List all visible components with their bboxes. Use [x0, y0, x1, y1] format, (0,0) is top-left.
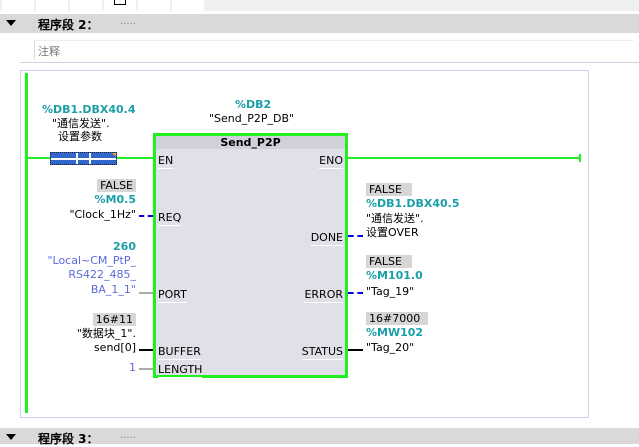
- toolbar-button[interactable]: [104, 0, 136, 11]
- contact-name-2: 设置参数: [58, 130, 102, 143]
- buffer-tag[interactable]: "数据块_1".: [76, 327, 136, 340]
- block-title: Send_P2P: [156, 136, 345, 149]
- power-rail: [25, 73, 28, 413]
- req-value: FALSE: [97, 179, 136, 192]
- wire: [139, 349, 153, 351]
- toolbar: [0, 0, 639, 11]
- toolbar-button[interactable]: [70, 0, 102, 11]
- buffer-value: 16#11: [92, 313, 136, 326]
- wire: [139, 292, 153, 294]
- network-title: 程序段 2：: [38, 18, 99, 32]
- normally-open-contact[interactable]: [50, 152, 117, 165]
- collapse-icon[interactable]: [6, 20, 16, 26]
- req-tag[interactable]: "Clock_1Hz": [69, 208, 136, 221]
- done-tag[interactable]: "通信发送".: [366, 212, 424, 225]
- port-tag-3[interactable]: BA_1_1": [90, 283, 136, 296]
- eno-wire: [348, 157, 580, 159]
- status-tag[interactable]: "Tag_20": [366, 341, 415, 354]
- contact-address: %DB1.DBX40.4: [42, 103, 136, 116]
- network-2-header[interactable]: 程序段 2： .....: [0, 14, 639, 33]
- pin-length: LENGTH: [158, 363, 203, 378]
- network-title: 程序段 3：: [38, 432, 99, 446]
- toolbar-button[interactable]: [2, 0, 34, 11]
- divider: [20, 62, 639, 63]
- status-address[interactable]: %MW102: [366, 326, 424, 339]
- pin-buffer: BUFFER: [158, 345, 201, 360]
- toolbar-button[interactable]: [138, 0, 170, 11]
- wire: [117, 157, 153, 159]
- error-tag[interactable]: "Tag_19": [366, 285, 415, 298]
- pin-eno: ENO: [319, 154, 343, 169]
- wire: [139, 215, 153, 217]
- collapse-icon[interactable]: [6, 434, 16, 440]
- wire: [348, 349, 363, 351]
- wire: [139, 368, 153, 370]
- port-tag[interactable]: "Local~CM_PtP_: [47, 254, 136, 267]
- req-address[interactable]: %M0.5: [94, 193, 136, 206]
- wire: [348, 235, 363, 237]
- network-comment-dots: .....: [120, 430, 136, 441]
- pin-en: EN: [158, 154, 174, 169]
- error-value: FALSE: [366, 255, 412, 268]
- ladder-network: [20, 70, 589, 418]
- length-value[interactable]: 1: [129, 361, 136, 374]
- network-comment-dots: .....: [120, 16, 136, 27]
- network-comment-field[interactable]: 注释: [34, 40, 634, 60]
- done-tag-2[interactable]: 设置OVER: [366, 226, 419, 239]
- done-value: FALSE: [366, 183, 412, 196]
- wire: [348, 292, 363, 294]
- instance-db-address: %DB2: [235, 98, 272, 111]
- toolbar-button[interactable]: [172, 0, 204, 11]
- wire-end: [579, 154, 581, 162]
- pin-req: REQ: [158, 211, 182, 226]
- network-3-header[interactable]: 程序段 3： .....: [0, 428, 639, 446]
- error-address[interactable]: %M101.0: [366, 269, 423, 282]
- contact-name: "通信发送".: [52, 117, 110, 130]
- wire: [28, 157, 50, 159]
- buffer-tag-2[interactable]: send[0]: [93, 341, 136, 354]
- toolbar-button[interactable]: [36, 0, 68, 11]
- status-value: 16#7000: [366, 312, 429, 325]
- port-tag-2[interactable]: RS422_485_: [68, 268, 136, 281]
- pin-done: DONE: [310, 231, 343, 246]
- pin-port: PORT: [158, 288, 187, 303]
- send-p2p-block[interactable]: Send_P2P EN ENO REQ DONE PORT ERROR BUFF…: [153, 133, 348, 378]
- port-value: 260: [113, 240, 136, 253]
- done-address[interactable]: %DB1.DBX40.5: [366, 197, 460, 210]
- pin-status: STATUS: [301, 345, 343, 360]
- pin-error: ERROR: [304, 288, 343, 303]
- instance-db-name: "Send_P2P_DB": [209, 112, 295, 125]
